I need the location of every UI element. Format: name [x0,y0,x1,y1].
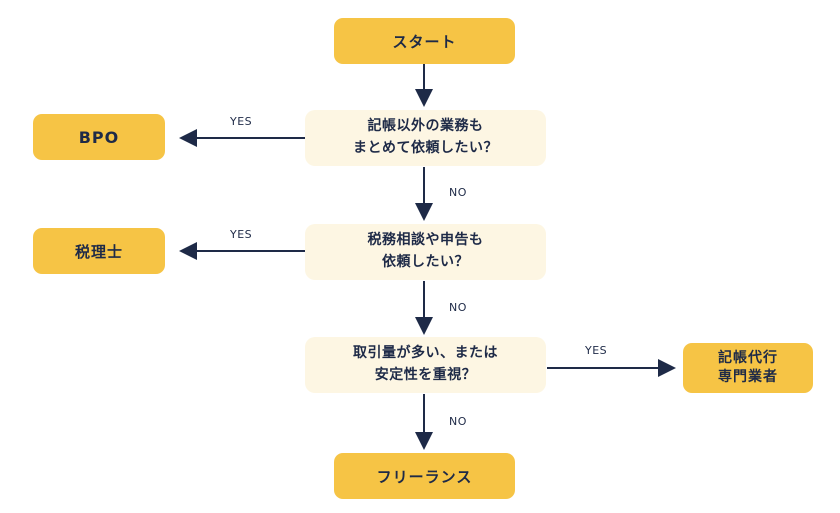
node-zeirishi: 税理士 [33,228,165,274]
question-1-line-1: 記帳以外の業務も [367,118,484,135]
node-question-1: 記帳以外の業務も まとめて依頼したい？ [305,110,546,166]
question-3-line-1: 取引量が多い、または [353,345,498,362]
edge-label-q1-yes: YES [230,115,253,128]
edge-label-q3-no: NO [449,415,467,428]
node-question-3: 取引量が多い、または 安定性を重視？ [305,337,546,393]
question-3-line-2: 安定性を重視？ [374,367,477,383]
question-2-line-2: 依頼したい？ [382,254,469,270]
node-freelance: フリーランス [334,453,515,499]
node-bpo: BPO [33,114,165,160]
node-question-2: 税務相談や申告も 依頼したい？ [305,224,546,280]
question-1-line-2: まとめて依頼したい？ [353,140,498,156]
kicho-line-1: 記帳代行 [718,350,778,367]
edge-label-q1-no: NO [449,186,467,199]
node-kicho-daiko: 記帳代行 専門業者 [683,343,813,393]
edge-label-q3-yes: YES [585,344,608,357]
edge-label-q2-no: NO [449,301,467,314]
question-2-line-1: 税務相談や申告も [367,232,484,249]
node-start: スタート [334,18,515,64]
kicho-line-2: 専門業者 [718,369,778,385]
edge-label-q2-yes: YES [230,228,253,241]
